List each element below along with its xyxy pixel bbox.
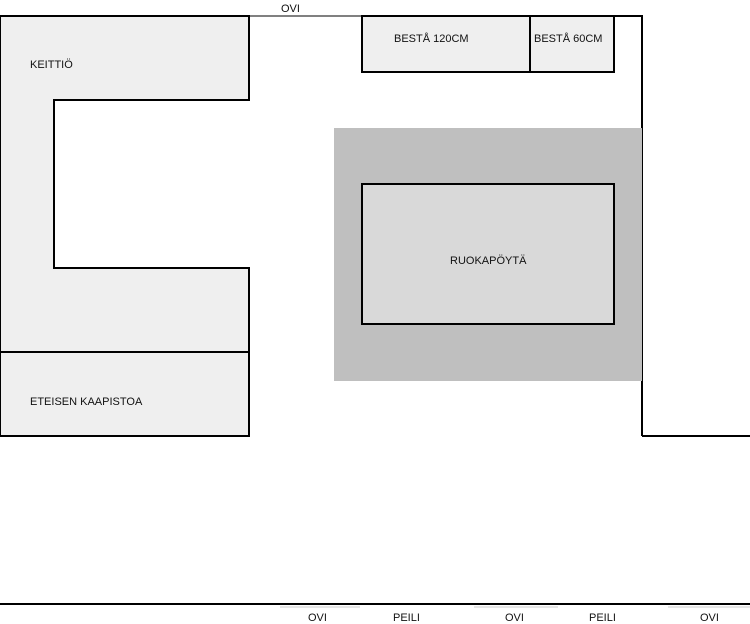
hall-cabinets (0, 351, 250, 437)
top-door-label: OVI (281, 3, 300, 15)
dining-table-label: RUOKAPÖYTÄ (450, 255, 527, 267)
bottom-door-label-1: OVI (308, 612, 327, 624)
besta-60-cabinet (529, 15, 615, 73)
besta-120-cabinet (361, 15, 531, 73)
bottom-mirror-label-2: PEILI (589, 612, 616, 624)
besta-60-label: BESTÅ 60CM (534, 32, 602, 45)
dining-table (361, 183, 615, 325)
bottom-mirror-label-1: PEILI (393, 612, 420, 624)
besta-120-label: BESTÅ 120CM (394, 32, 469, 45)
hall-cabinets-label: ETEISEN KAAPISTOA (30, 396, 143, 408)
kitchen-label: KEITTIÖ (30, 59, 73, 71)
bottom-door-label-3: OVI (700, 612, 719, 624)
bottom-door-label-2: OVI (505, 612, 524, 624)
